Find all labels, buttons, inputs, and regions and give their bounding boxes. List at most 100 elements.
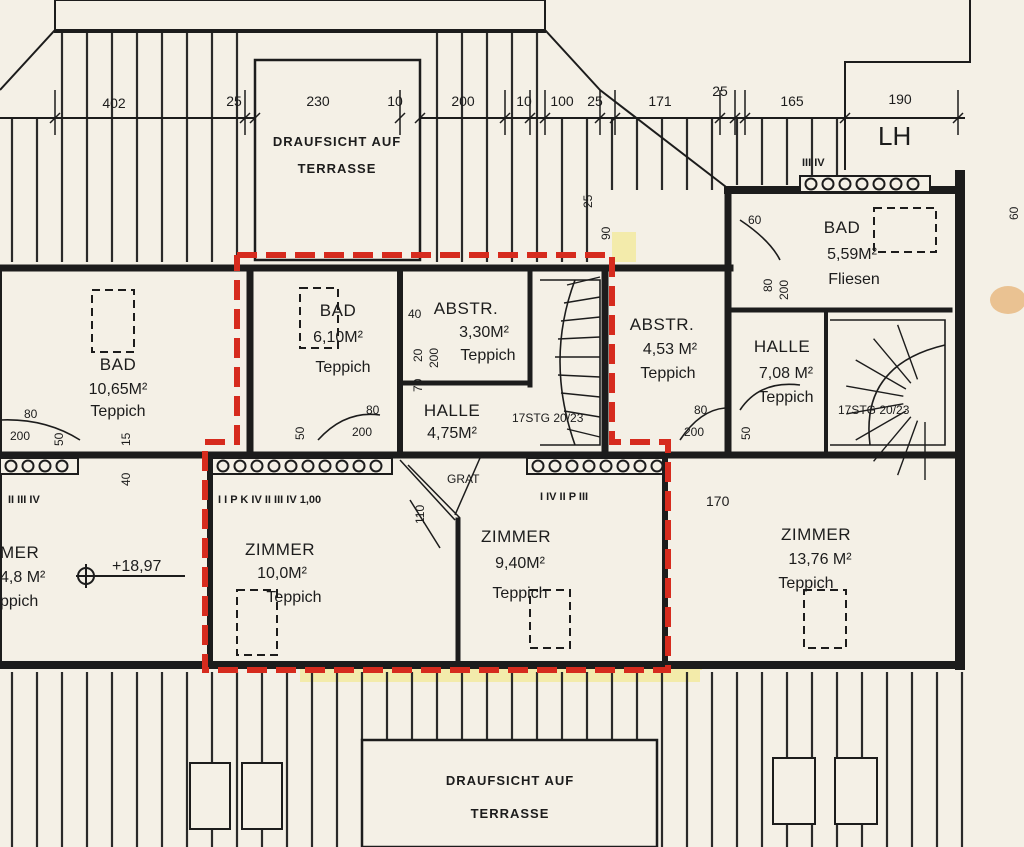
terrace-top: DRAUFSICHT AUF TERRASSE bbox=[253, 58, 422, 262]
dimensions-other: 80 200 50 15 80 200 50 80 200 50 170 60 … bbox=[10, 194, 1021, 524]
room-abstr-mid: ABSTR. 3,30M² Teppich bbox=[434, 299, 516, 364]
room-bad-left: BAD 10,65M² Teppich bbox=[89, 355, 148, 420]
stair-tread bbox=[560, 316, 601, 322]
stair-tread bbox=[846, 403, 904, 415]
terrace-bottom-line1: DRAUFSICHT AUF bbox=[446, 773, 574, 788]
dim-label: 171 bbox=[648, 93, 672, 109]
room-area: 3,30M² bbox=[459, 324, 509, 341]
room-floor: Teppich bbox=[315, 359, 370, 376]
stair-tread bbox=[563, 296, 601, 304]
stair-tread bbox=[557, 374, 601, 378]
window-pane bbox=[548, 459, 562, 473]
stair-mid-treads bbox=[555, 276, 601, 438]
window-pane bbox=[838, 177, 852, 191]
window-pane bbox=[565, 459, 579, 473]
dim-label: 200 bbox=[427, 348, 441, 368]
stair-tread bbox=[873, 338, 912, 384]
room-area: 4,75M² bbox=[427, 425, 477, 442]
stair-tread bbox=[896, 324, 919, 380]
window-pane bbox=[233, 459, 247, 473]
dimension-lines-top bbox=[49, 90, 964, 135]
window-codes-left: II III IV bbox=[8, 494, 40, 506]
walls bbox=[0, 170, 965, 670]
dim-label: 15 bbox=[119, 432, 133, 446]
stair-tread bbox=[557, 336, 601, 340]
dim-label: 80 bbox=[366, 403, 380, 417]
dim-label: 190 bbox=[888, 91, 912, 107]
elevation-label: +18,97 bbox=[112, 558, 161, 575]
room-name: BAD bbox=[100, 355, 136, 374]
window-pane bbox=[318, 459, 332, 473]
dim-label: 170 bbox=[706, 493, 730, 509]
dim-label: 10 bbox=[387, 93, 403, 109]
dim-label: 200 bbox=[10, 429, 30, 443]
dim-label: 25 bbox=[581, 194, 595, 208]
room-name: ABSTR. bbox=[434, 299, 498, 318]
window-pane bbox=[616, 459, 630, 473]
window-pane bbox=[531, 459, 545, 473]
fixtures-dashed bbox=[91, 207, 937, 656]
window-pane bbox=[369, 459, 383, 473]
room-bad-mid: BAD 6,10M² Teppich bbox=[313, 301, 370, 376]
window-pane bbox=[906, 177, 920, 191]
room-floor: Teppich bbox=[778, 575, 833, 592]
room-name: ZIMMER bbox=[781, 525, 851, 544]
window-pane bbox=[284, 459, 298, 473]
window-pane bbox=[804, 177, 818, 191]
dim-label: 165 bbox=[780, 93, 804, 109]
room-zimmer-2: ZIMMER 9,40M² Teppich bbox=[481, 527, 551, 602]
window-pane bbox=[216, 459, 230, 473]
room-name: ABSTR. bbox=[630, 315, 694, 334]
stair-right-treads bbox=[846, 324, 926, 480]
room-abstr-right: ABSTR. 4,53 M² Teppich bbox=[630, 315, 698, 382]
terrace-top-line2: TERRASSE bbox=[298, 161, 377, 176]
stair-mid-label: 17STG 20/23 bbox=[512, 411, 584, 425]
room-floor: Teppich bbox=[758, 389, 813, 406]
dim-label: 20 bbox=[411, 348, 425, 362]
highlight-outline bbox=[202, 252, 671, 673]
dim-label: 50 bbox=[52, 432, 66, 446]
dim-label: 70 bbox=[411, 378, 425, 392]
roof-hatching-bottom bbox=[10, 672, 964, 847]
room-floor: Teppich bbox=[460, 347, 515, 364]
terrace-top-line1: DRAUFSICHT AUF bbox=[273, 134, 401, 149]
stair-tread bbox=[560, 392, 601, 398]
dim-label: 80 bbox=[761, 278, 775, 292]
dim-label: 60 bbox=[1007, 206, 1021, 220]
stair-tread bbox=[855, 359, 907, 390]
window-pane bbox=[21, 459, 35, 473]
room-area: 13,76 M² bbox=[788, 551, 852, 568]
room-zimmer-left-cut: MER 4,8 M² ppich bbox=[0, 543, 46, 610]
window-pane bbox=[599, 459, 613, 473]
dim-label: 110 bbox=[413, 505, 427, 524]
lh-label: LH bbox=[878, 121, 911, 151]
window-pane bbox=[301, 459, 315, 473]
stair-tread bbox=[846, 385, 904, 397]
dim-label: 40 bbox=[408, 307, 422, 321]
window-pane bbox=[889, 177, 903, 191]
dim-label: 200 bbox=[352, 425, 372, 439]
room-floor: Teppich bbox=[640, 365, 695, 382]
elevation-marker bbox=[76, 564, 185, 588]
stair-tread bbox=[566, 276, 601, 286]
grat-label: GRAT bbox=[447, 472, 480, 486]
dim-label: 80 bbox=[694, 403, 708, 417]
dim-label: 100 bbox=[550, 93, 574, 109]
window-pane bbox=[582, 459, 596, 473]
window-pane bbox=[352, 459, 366, 473]
room-area: 7,08 M² bbox=[759, 365, 814, 382]
room-area: 4,8 M² bbox=[0, 569, 46, 586]
dimensions-top: 402 25 230 10 200 10 100 25 171 25 165 1… bbox=[102, 83, 912, 111]
room-name: ZIMMER bbox=[245, 540, 315, 559]
dim-label: 60 bbox=[748, 213, 762, 227]
window-pane bbox=[650, 459, 664, 473]
terrace-bottom: DRAUFSICHT AUF TERRASSE bbox=[360, 738, 659, 847]
room-floor: Teppich bbox=[266, 589, 321, 606]
room-floor: Teppich bbox=[492, 585, 547, 602]
room-floor: Fliesen bbox=[828, 271, 880, 288]
room-zimmer-3: ZIMMER 13,76 M² Teppich bbox=[778, 525, 852, 592]
dim-label: 230 bbox=[306, 93, 330, 109]
room-floor: Teppich bbox=[90, 403, 145, 420]
skylights-bottom bbox=[189, 757, 878, 830]
